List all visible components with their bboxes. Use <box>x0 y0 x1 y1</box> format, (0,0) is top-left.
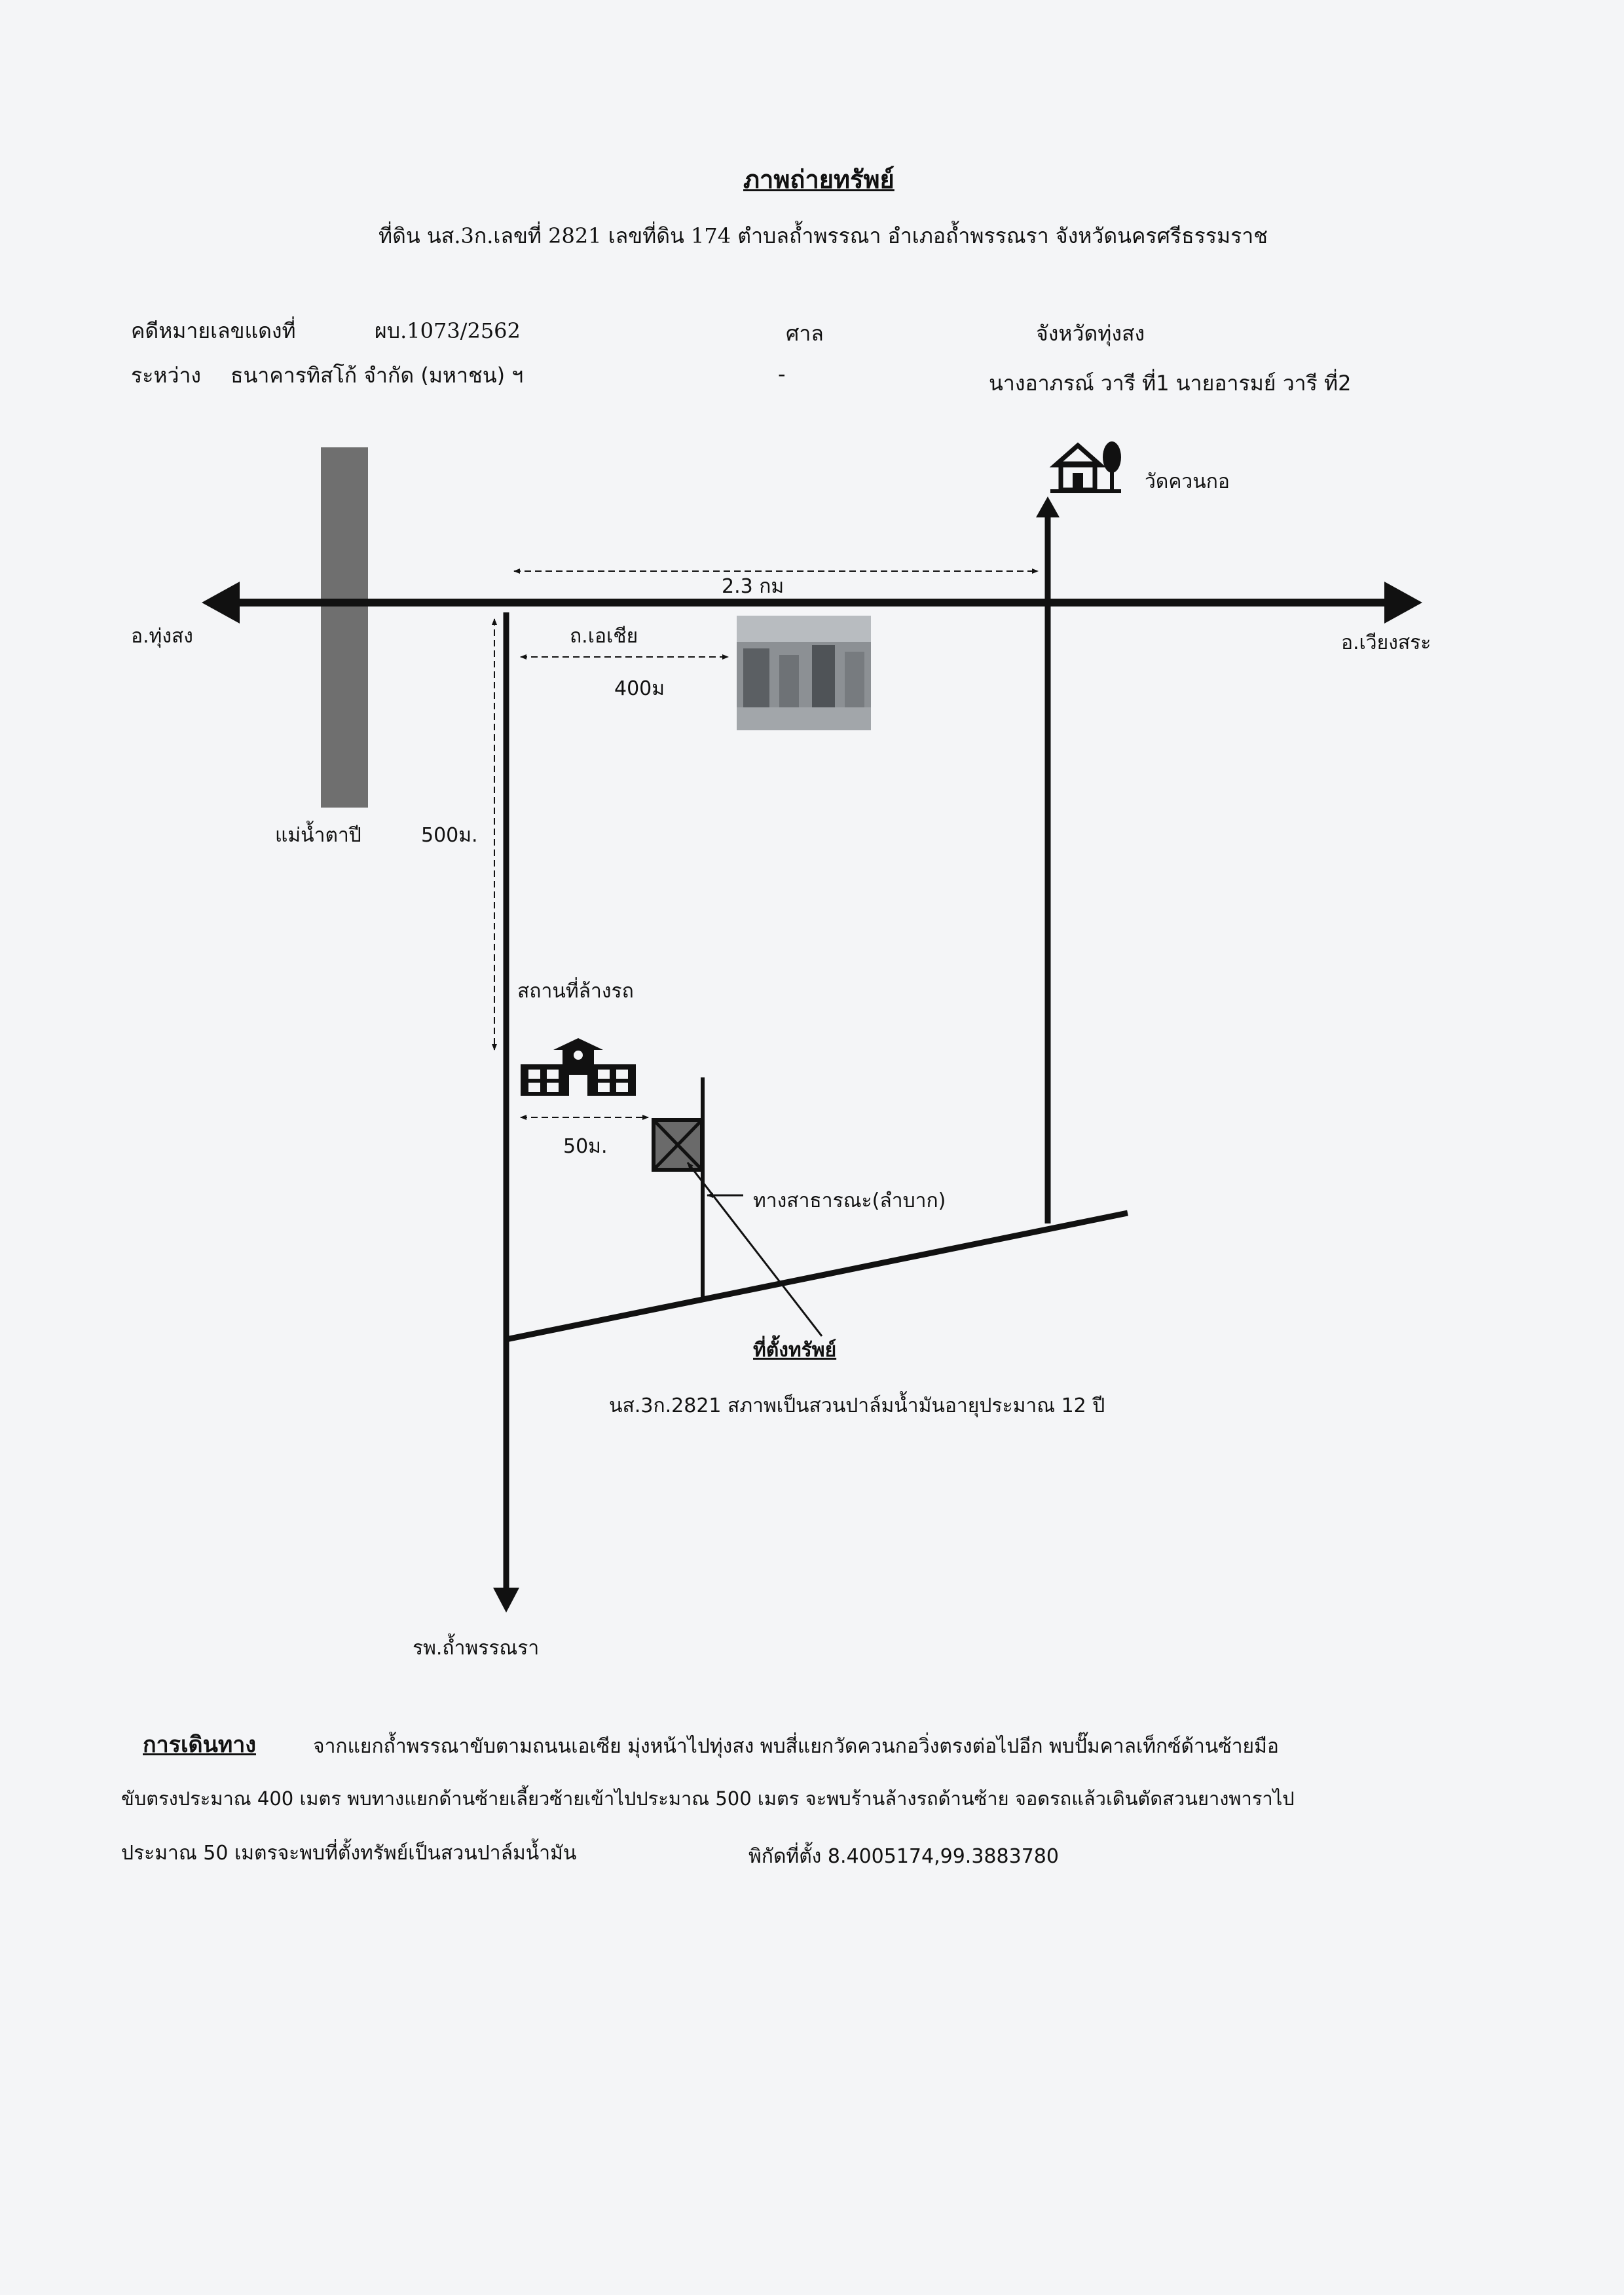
directions-line-1: จากแยกถ้ำพรรณาขับตามถนนเอเซีย มุ่งหน้าไป… <box>313 1735 1279 1758</box>
coordinates: พิกัดที่ตั้ง 8.4005174,99.3883780 <box>748 1845 1059 1868</box>
distance-500-label: 500ม. <box>421 824 478 847</box>
main-road-west-arrow <box>202 582 240 624</box>
directions-line-2: ขับตรงประมาณ 400 เมตร พบทางแยกด้านซ้ายเล… <box>121 1787 1295 1810</box>
property-location-title: ที่ตั้งทรัพย์ <box>753 1339 837 1362</box>
court-label: ศาล <box>786 321 824 346</box>
distance-400-label: 400ม <box>614 677 665 700</box>
hospital-label: รพ.ถ้ำพรรณรา <box>413 1637 540 1660</box>
car-wash-label: สถานที่ล้างรถ <box>517 980 634 1003</box>
temple-house-icon <box>1049 441 1121 493</box>
side-road-arrow <box>493 1588 519 1613</box>
east-destination-label: อ.เวียงสระ <box>1341 631 1431 654</box>
property-description: นส.3ก.2821 สภาพเป็นสวนปาล์มน้ำมันอายุประ… <box>609 1394 1105 1417</box>
gas-station-photo <box>737 616 871 730</box>
river-bar <box>321 447 368 808</box>
public-lane-label: ทางสาธารณะ(ลำบาก) <box>753 1189 946 1212</box>
west-destination-label: อ.ทุ่งสง <box>131 625 193 648</box>
court-province: จังหวัดทุ่งสง <box>1036 321 1145 346</box>
road-name-label: ถ.เอเชีย <box>570 625 638 648</box>
case-label: คดีหมายเลขแดงที่ <box>131 318 296 343</box>
page-subtitle: ที่ดิน นส.3ก.เลขที่ 2821 เลขที่ดิน 174 ต… <box>378 223 1268 248</box>
between-label: ระหว่าง <box>131 363 202 388</box>
distance-2300-label: 2.3 กม <box>722 575 784 598</box>
temple-road-arrow <box>1036 496 1060 517</box>
dash-separator: - <box>778 362 786 386</box>
distance-50-label: 50ม. <box>563 1135 608 1158</box>
car-wash-building-icon <box>521 1038 636 1096</box>
river-label: แม่น้ำตาปี <box>275 824 361 847</box>
property-marker <box>652 1118 704 1172</box>
main-road-east-arrow <box>1384 582 1422 624</box>
page-title: ภาพถ่ายทรัพย์ <box>743 164 895 194</box>
property-leader-line <box>686 1162 823 1337</box>
directions-heading: การเดินทาง <box>143 1732 256 1758</box>
case-number: ผบ.1073/2562 <box>375 318 521 343</box>
defendants: นางอาภรณ์ วารี ที่1 นายอารมย์ วารี ที่2 <box>989 371 1352 396</box>
plaintiff: ธนาคารทิสโก้ จำกัด (มหาชน) ฯ <box>231 363 524 388</box>
temple-label: วัดควนกอ <box>1145 470 1230 493</box>
diagonal-road <box>506 1210 1128 1343</box>
directions-line-3: ประมาณ 50 เมตรจะพบที่ตั้งทรัพย์เป็นสวนปา… <box>121 1842 577 1865</box>
